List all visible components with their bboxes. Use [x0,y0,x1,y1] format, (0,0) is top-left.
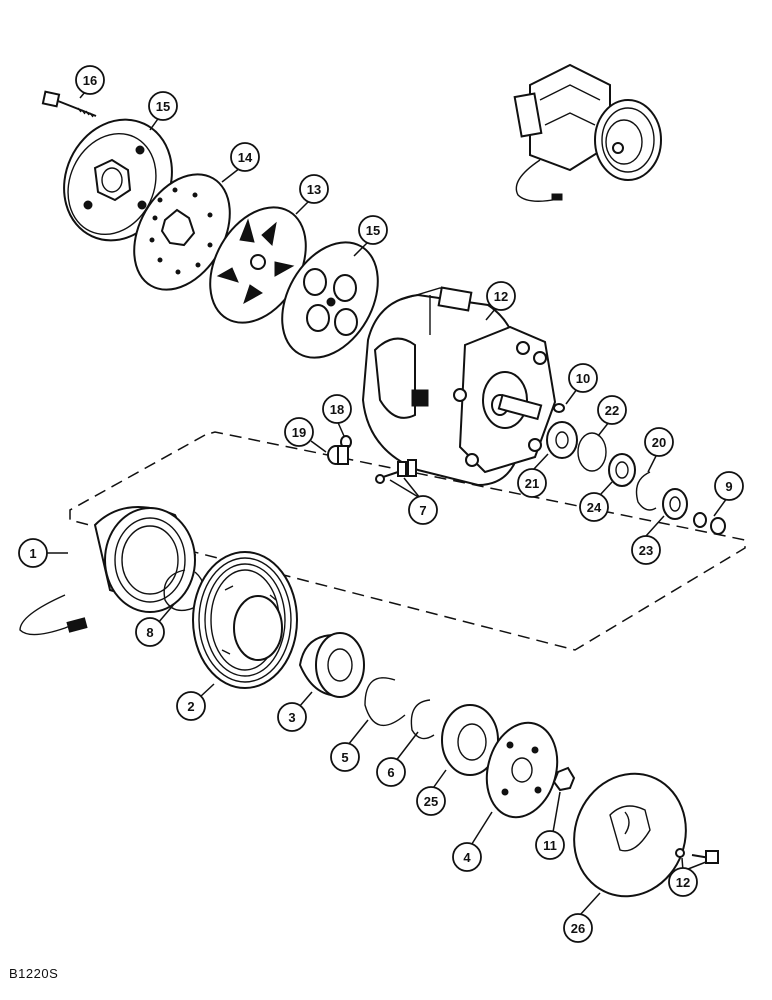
part-2-pulley [192,551,298,689]
callout-8-label: 8 [146,625,153,640]
part-13-compressor-body [361,286,557,487]
part-17-bolt [41,90,97,118]
callout-26-label: 26 [571,921,585,936]
callout-15-left: 14 [230,142,260,172]
part-10-key [553,403,565,413]
part-1-field-coil [19,506,197,636]
callout-6-label: 6 [387,765,394,780]
callout-21-label: 21 [525,476,539,491]
callout-9: 9 [714,471,744,501]
callout-12: 12 [668,867,698,897]
callout-14-label: 13 [307,182,321,197]
part-15-shim-left [133,173,231,291]
callout-1-label: 1 [29,546,36,561]
callout-2: 2 [176,691,206,721]
callout-26: 26 [563,913,593,943]
callout-13: 12 [486,281,516,311]
part-26-cover [573,772,687,898]
callout-19: 19 [284,417,314,447]
part-7-screws [375,459,417,484]
callout-8: 8 [135,617,165,647]
callout-11-label: 11 [543,838,557,853]
part-20-snap-ring [635,471,657,511]
part-11-nut [552,766,576,792]
callout-22-label: 22 [605,403,619,418]
callout-13-label: 12 [494,289,508,304]
callout-5-label: 5 [341,750,348,765]
callout-17: 16 [75,65,105,95]
callout-15-right: 15 [358,215,388,245]
callout-15-left-label: 14 [238,150,253,165]
callout-23-label: 23 [639,543,653,558]
callout-22: 22 [597,395,627,425]
part-9-washer-a [693,512,707,528]
callout-7-label: 7 [419,503,426,518]
callout-2-label: 2 [187,699,194,714]
callout-21: 21 [517,468,547,498]
callout-16: 15 [148,91,178,121]
callout-16-label: 15 [156,99,170,114]
callout-17-label: 16 [83,73,97,88]
part-4-hub [485,721,559,819]
callout-24: 24 [579,492,609,522]
callout-14: 13 [299,174,329,204]
callout-20: 20 [644,427,674,457]
callout-6: 6 [376,757,406,787]
compressor-assembly-thumbnail [513,63,662,202]
assembly-boundary-dashed [69,431,746,651]
callout-7: 7 [408,495,438,525]
callout-10-label: 10 [576,371,590,386]
callout-9-label: 9 [725,479,732,494]
part-24-seal-seat [608,453,636,487]
part-21-seal [546,421,578,459]
callout-3: 3 [277,702,307,732]
callout-18: 18 [322,394,352,424]
callout-4-label: 4 [463,850,471,865]
callout-19-label: 19 [292,425,306,440]
part-3-bearing [298,632,365,698]
callout-25-label: 25 [424,794,438,809]
part-9-washer-b [710,517,726,535]
callout-10: 10 [568,363,598,393]
callout-4: 4 [452,842,482,872]
part-6-snap-ring [410,699,435,740]
callout-20-label: 20 [652,435,666,450]
figure-code: B1220S [9,966,59,981]
leader-lines [44,91,728,916]
callout-24-label: 24 [587,500,602,515]
callout-12-label: 12 [676,875,690,890]
part-19-plug [327,445,349,465]
callout-11: 11 [535,830,565,860]
part-5-snap-ring [364,677,406,727]
callout-5: 5 [330,742,360,772]
callout-18-label: 18 [330,402,344,417]
callout-3-label: 3 [288,710,295,725]
callout-1: 1 [18,538,48,568]
part-22-o-ring [577,432,607,472]
callout-25: 25 [416,786,446,816]
callout-23: 23 [631,535,661,565]
part-15-gasket-right [281,241,379,359]
part-23-bearing [662,488,688,520]
part-12-screw [675,848,719,864]
callout-15-right-label: 15 [366,223,380,238]
